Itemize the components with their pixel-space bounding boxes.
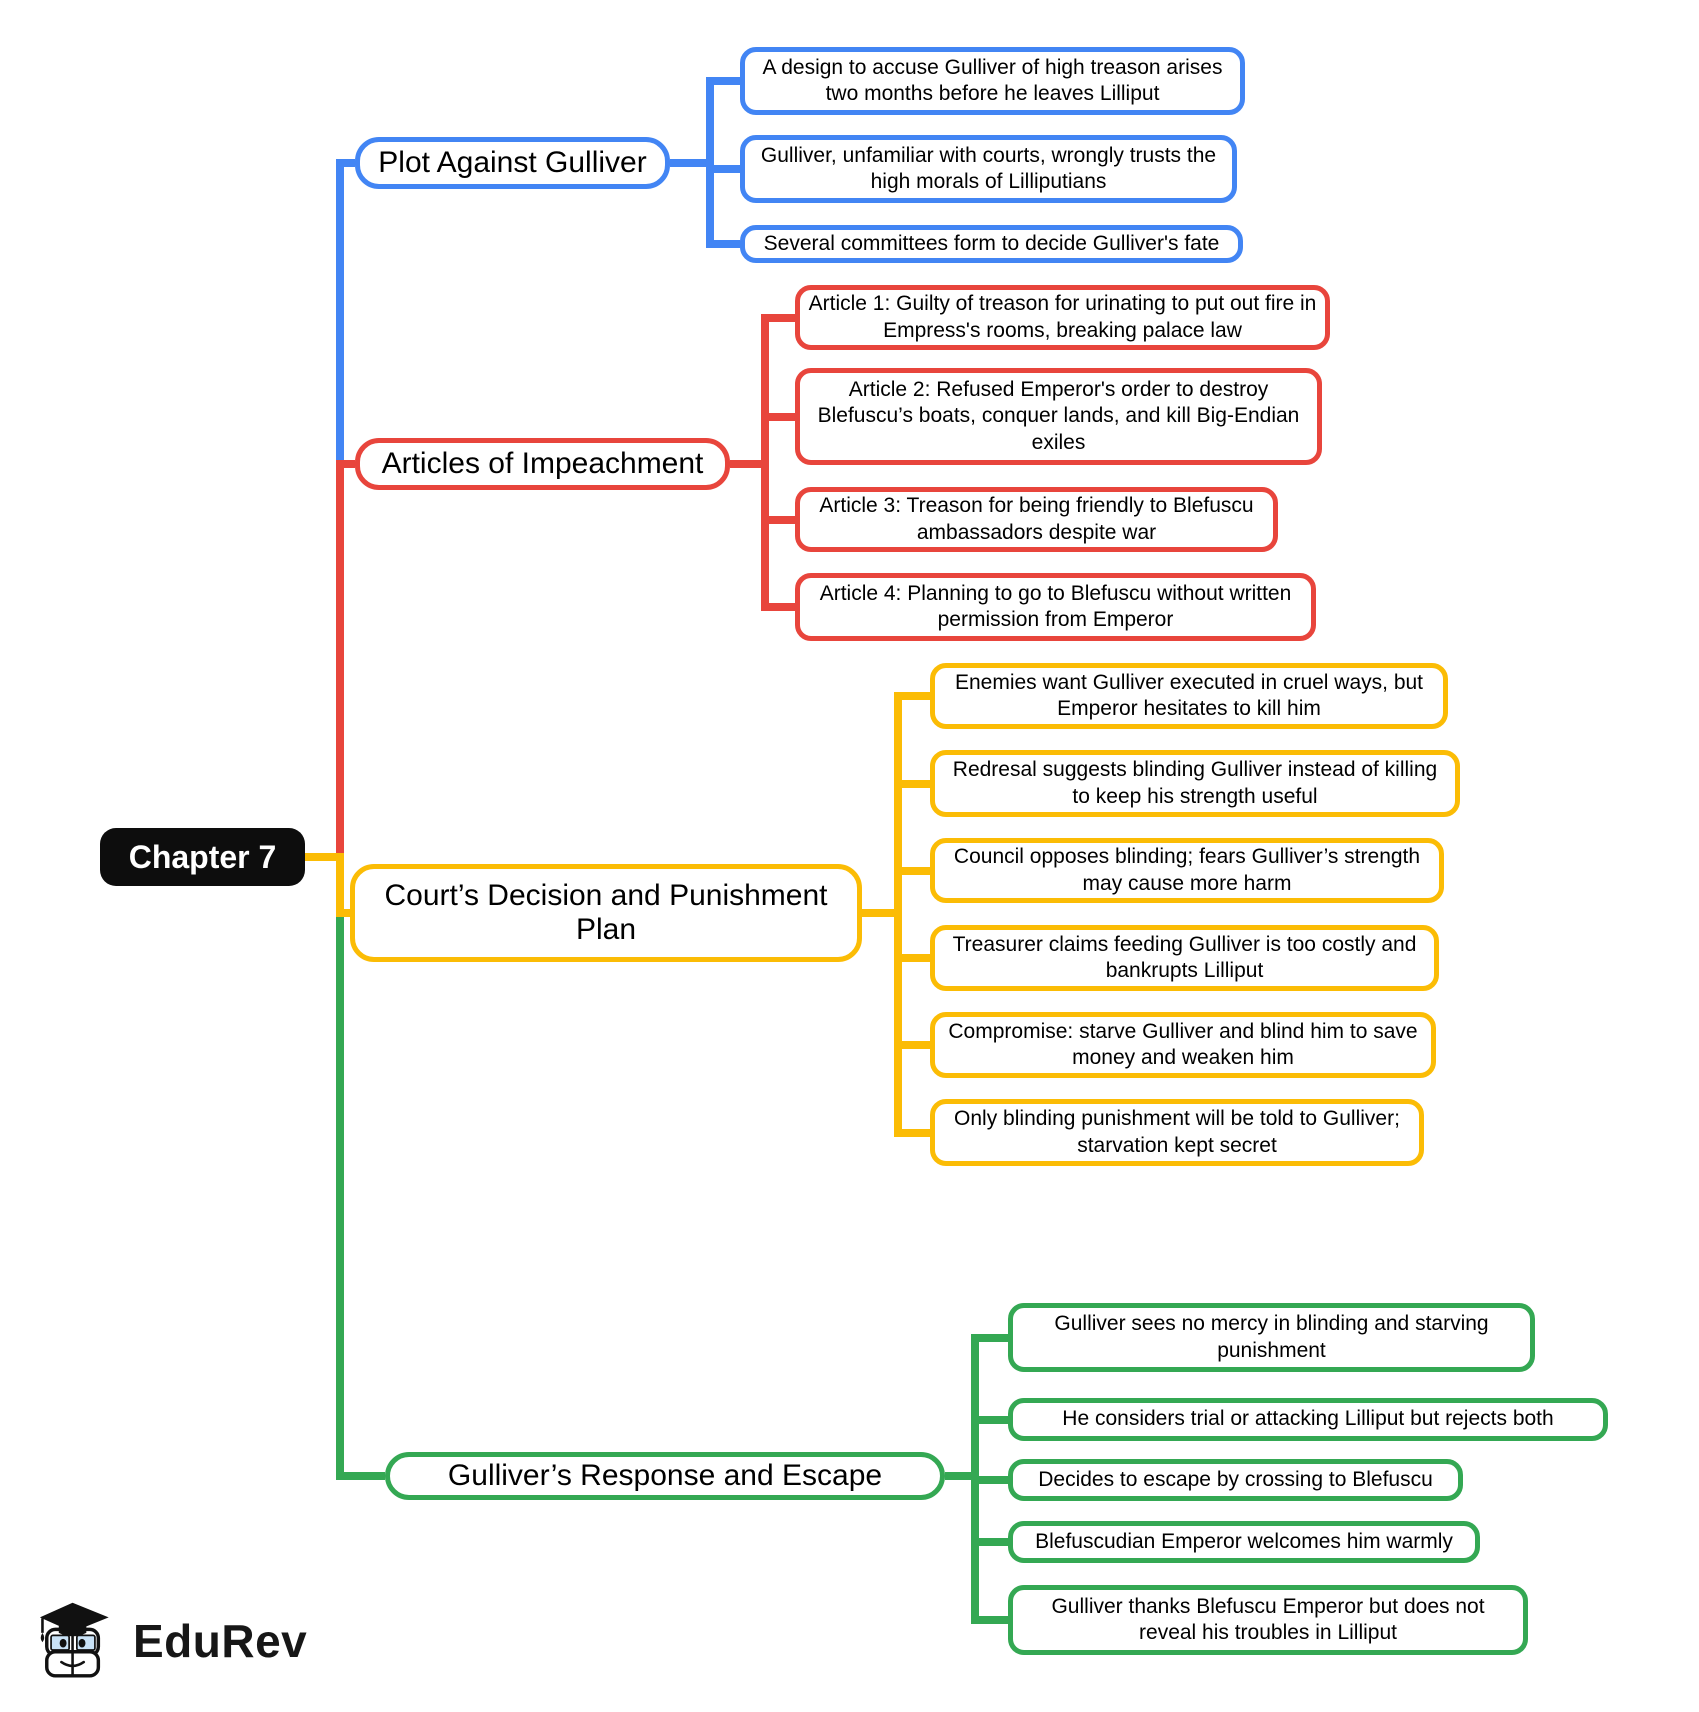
- court-child-connector-6: [894, 1128, 930, 1137]
- articles-child-2: Article 2: Refused Emperor's order to de…: [795, 368, 1322, 465]
- court-child-6: Only blinding punishment will be told to…: [930, 1099, 1424, 1166]
- articles-child-1: Article 1: Guilty of treason for urinati…: [795, 285, 1330, 350]
- root-connector: [305, 853, 344, 861]
- trunk-segment-plot: [336, 159, 344, 468]
- court-child-3: Council opposes blinding; fears Gulliver…: [930, 838, 1444, 903]
- edurev-logo-text: EduRev: [133, 1614, 308, 1667]
- plot-child-3: Several committees form to decide Gulliv…: [740, 225, 1243, 263]
- articles-child-3: Article 3: Treason for being friendly to…: [795, 487, 1278, 552]
- response-child-connector-2: [971, 1415, 1008, 1424]
- trunk-segment-court: [336, 853, 344, 917]
- response-child-2: He considers trial or attacking Lilliput…: [1008, 1398, 1608, 1441]
- plot-child-2: Gulliver, unfamiliar with courts, wrongl…: [740, 135, 1237, 203]
- articles-node-connector: [730, 460, 769, 468]
- articles-child-connector-3: [761, 515, 795, 524]
- branch-node-articles: Articles of Impeachment: [355, 438, 730, 490]
- court-child-connector-3: [894, 866, 930, 875]
- response-child-connector-3: [971, 1476, 1008, 1484]
- response-child-5: Gulliver thanks Blefuscu Emperor but doe…: [1008, 1585, 1528, 1655]
- court-child-4: Treasurer claims feeding Gulliver is too…: [930, 925, 1439, 991]
- court-child-5: Compromise: starve Gulliver and blind hi…: [930, 1012, 1436, 1078]
- plot-child-connector-2: [706, 165, 740, 173]
- edurev-logo: EduRev: [33, 1595, 307, 1686]
- court-node-connector: [862, 909, 902, 917]
- root-node-chapter-7: Chapter 7: [100, 828, 305, 886]
- articles-subtrunk: [761, 313, 769, 611]
- response-child-connector-5: [971, 1616, 1008, 1624]
- response-trunk-stub: [336, 1472, 385, 1480]
- branch-node-plot: Plot Against Gulliver: [355, 137, 670, 189]
- court-child-connector-2: [894, 779, 930, 788]
- court-child-connector-1: [894, 692, 930, 700]
- edurev-logo-icon: [33, 1595, 119, 1686]
- court-trunk-stub: [336, 909, 350, 917]
- plot-child-1: A design to accuse Gulliver of high trea…: [740, 47, 1245, 115]
- response-child-connector-1: [971, 1333, 1008, 1342]
- court-child-2: Redresal suggests blinding Gulliver inst…: [930, 750, 1460, 817]
- articles-trunk-stub: [336, 460, 355, 468]
- response-child-3: Decides to escape by crossing to Blefusc…: [1008, 1459, 1463, 1501]
- plot-subtrunk: [706, 77, 714, 248]
- branch-node-court: Court’s Decision and Punishment Plan: [350, 864, 862, 962]
- response-node-connector: [945, 1472, 979, 1480]
- plot-node-connector: [670, 159, 714, 167]
- trunk-segment-response: [336, 909, 344, 1480]
- court-child-1: Enemies want Gulliver executed in cruel …: [930, 663, 1448, 729]
- branch-node-response: Gulliver’s Response and Escape: [385, 1452, 945, 1500]
- response-child-1: Gulliver sees no mercy in blinding and s…: [1008, 1303, 1535, 1372]
- court-child-connector-4: [894, 954, 930, 962]
- plot-trunk-stub: [336, 159, 355, 167]
- trunk-segment-articles: [336, 460, 344, 861]
- court-child-connector-5: [894, 1041, 930, 1049]
- articles-child-connector-4: [761, 603, 795, 611]
- articles-child-connector-1: [761, 313, 795, 322]
- response-child-connector-4: [971, 1538, 1008, 1546]
- plot-child-connector-3: [706, 240, 740, 248]
- articles-child-4: Article 4: Planning to go to Blefuscu wi…: [795, 573, 1316, 641]
- response-child-4: Blefuscudian Emperor welcomes him warmly: [1008, 1521, 1480, 1563]
- court-subtrunk: [894, 692, 902, 1137]
- articles-child-connector-2: [761, 412, 795, 421]
- plot-child-connector-1: [706, 77, 740, 85]
